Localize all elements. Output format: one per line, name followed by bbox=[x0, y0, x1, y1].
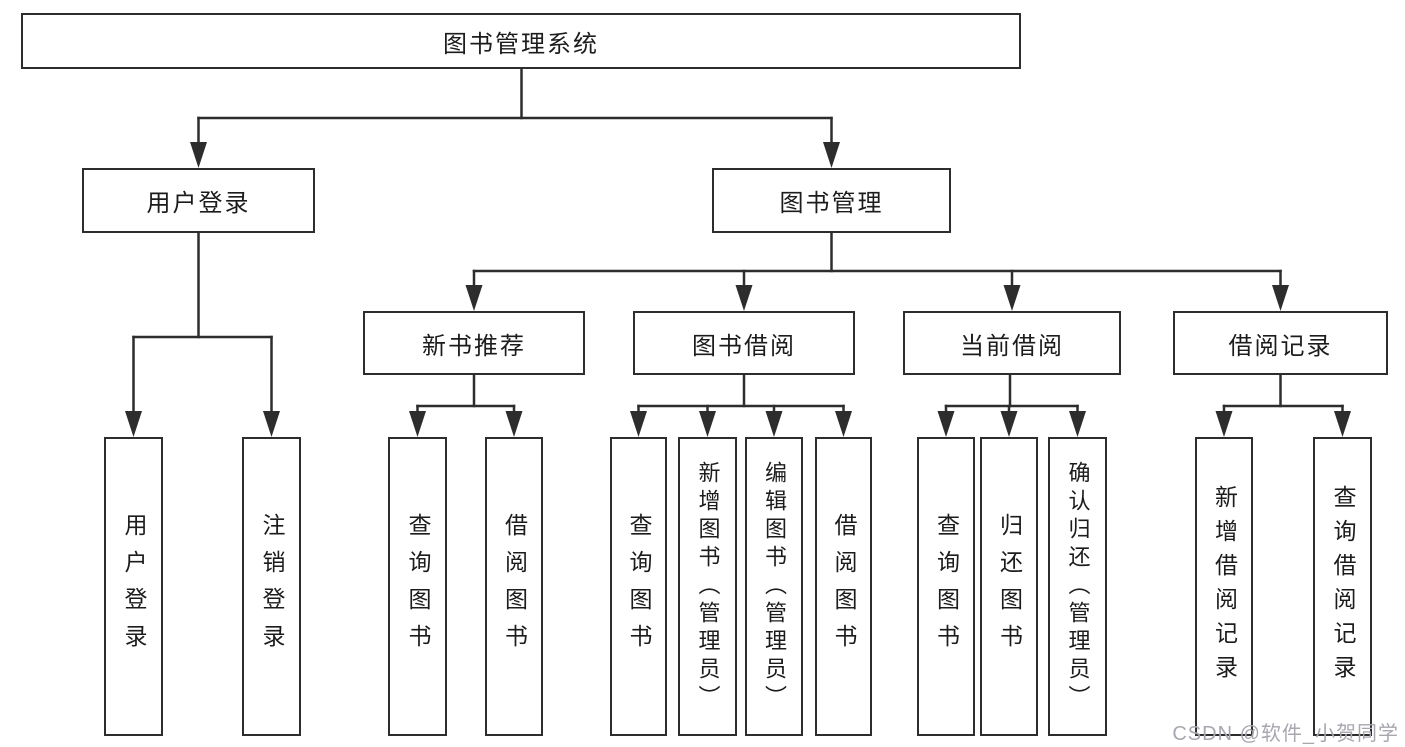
node-current-borrowing: 当前借阅 bbox=[903, 311, 1121, 375]
node-borrowing-records-label: 借阅记录 bbox=[1228, 332, 1333, 360]
node-query-books-current-label: 查询图书 bbox=[933, 512, 960, 661]
node-book-borrowing: 图书借阅 bbox=[633, 311, 855, 375]
connector-userlogin-to-leaves bbox=[125, 231, 280, 437]
node-query-books-recommend-label: 查询图书 bbox=[405, 512, 431, 661]
arrow-down bbox=[630, 411, 647, 437]
node-query-books-borrowing: 查询图书 bbox=[610, 437, 667, 736]
node-edit-books-admin-label: 编辑图书（管理员） bbox=[762, 460, 787, 713]
arrow-down bbox=[937, 411, 955, 437]
watermark-text: CSDN @软件_小贺同学 bbox=[1172, 723, 1399, 745]
node-book-borrowing-label: 图书借阅 bbox=[692, 332, 796, 360]
node-book-management-label: 图书管理 bbox=[779, 190, 884, 217]
node-query-books-recommend: 查询图书 bbox=[388, 437, 447, 736]
connector-newbook-to-leaves bbox=[409, 373, 523, 437]
node-query-books-borrowing-label: 查询图书 bbox=[626, 512, 652, 661]
node-borrow-books-borrowing-label: 借阅图书 bbox=[831, 512, 857, 661]
arrow-down bbox=[1000, 411, 1018, 437]
arrow-down bbox=[1069, 411, 1086, 437]
node-return-books: 归还图书 bbox=[980, 437, 1038, 736]
node-add-books-admin-label: 新增图书（管理员） bbox=[695, 460, 721, 713]
node-add-books-admin: 新增图书（管理员） bbox=[678, 437, 737, 736]
arrow-down bbox=[409, 411, 426, 437]
connector-root-to-level2 bbox=[190, 67, 840, 168]
arrow-down bbox=[765, 411, 783, 437]
arrow-down bbox=[1003, 285, 1021, 311]
connector-borrowing-to-leaves bbox=[630, 373, 852, 437]
node-user-login-branch: 用户登录 bbox=[82, 168, 315, 233]
node-confirm-return-admin-label: 确认归还（管理员） bbox=[1065, 460, 1091, 713]
node-logout-leaf-label: 注销登录 bbox=[259, 512, 285, 661]
node-new-book-recommendation: 新书推荐 bbox=[363, 311, 585, 375]
arrow-down bbox=[505, 411, 523, 437]
node-query-borrow-record-label: 查询借阅记录 bbox=[1330, 484, 1356, 689]
node-add-borrow-record-label: 新增借阅记录 bbox=[1211, 484, 1238, 689]
node-current-borrowing-label: 当前借阅 bbox=[960, 332, 1064, 360]
arrow-down bbox=[263, 411, 280, 437]
node-edit-books-admin: 编辑图书（管理员） bbox=[745, 437, 803, 736]
node-query-books-current: 查询图书 bbox=[917, 437, 975, 736]
arrow-down bbox=[465, 285, 483, 311]
node-query-borrow-record: 查询借阅记录 bbox=[1313, 437, 1372, 736]
arrow-down bbox=[1272, 285, 1289, 311]
arrow-down bbox=[835, 411, 852, 437]
node-confirm-return-admin: 确认归还（管理员） bbox=[1048, 437, 1107, 736]
node-logout-leaf: 注销登录 bbox=[242, 437, 301, 736]
node-add-borrow-record: 新增借阅记录 bbox=[1195, 437, 1253, 736]
node-library-system: 图书管理系统 bbox=[21, 13, 1021, 69]
connector-records-to-leaves bbox=[1215, 373, 1351, 437]
node-user-login-leaf-label: 用户登录 bbox=[121, 512, 147, 661]
node-borrow-books-recommend: 借阅图书 bbox=[485, 437, 543, 736]
connector-current-to-leaves bbox=[937, 373, 1086, 437]
node-library-system-label: 图书管理系统 bbox=[443, 30, 599, 58]
node-borrow-books-borrowing: 借阅图书 bbox=[815, 437, 872, 736]
node-user-login-leaf: 用户登录 bbox=[104, 437, 163, 736]
arrow-down bbox=[735, 285, 753, 311]
node-new-book-recommendation-label: 新书推荐 bbox=[422, 332, 526, 360]
connector-bookmgmt-to-level3 bbox=[465, 231, 1289, 311]
node-borrow-books-recommend-label: 借阅图书 bbox=[501, 512, 528, 661]
node-borrowing-records: 借阅记录 bbox=[1173, 311, 1388, 375]
arrow-down bbox=[823, 142, 840, 168]
arrow-down bbox=[1334, 411, 1351, 437]
arrow-down bbox=[699, 411, 716, 437]
node-book-management: 图书管理 bbox=[712, 168, 951, 233]
node-return-books-label: 归还图书 bbox=[996, 512, 1023, 661]
node-user-login-branch-label: 用户登录 bbox=[146, 190, 251, 217]
arrow-down bbox=[125, 411, 142, 437]
arrow-down bbox=[190, 142, 207, 168]
arrow-down bbox=[1215, 411, 1233, 437]
